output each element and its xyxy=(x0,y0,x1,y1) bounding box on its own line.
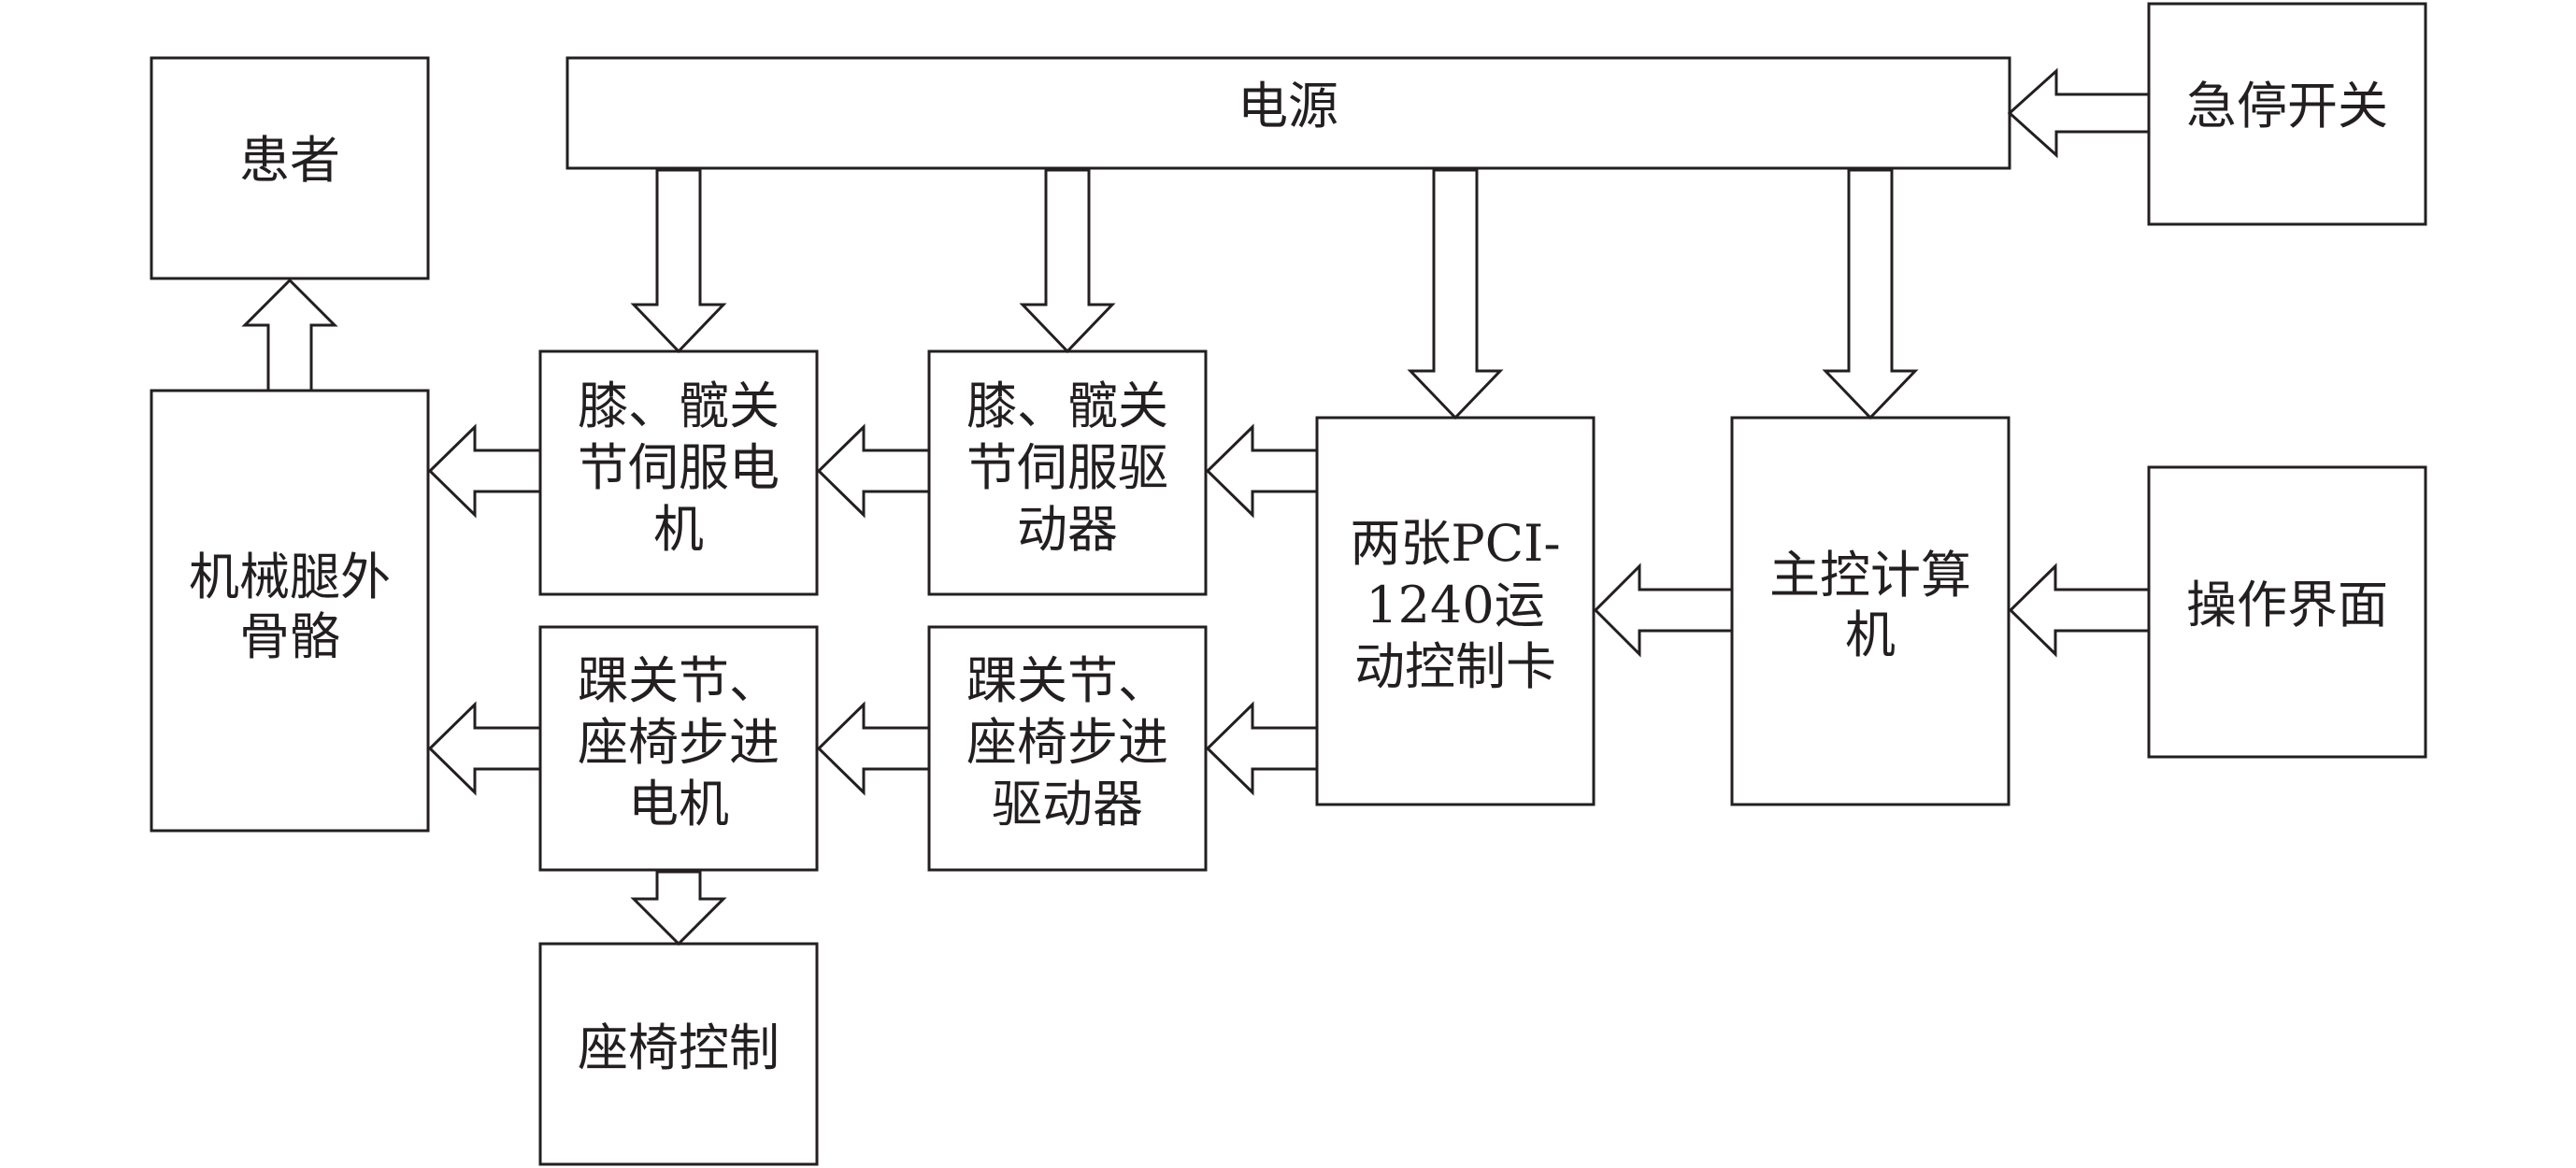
node-host-computer-line-1: 主控计算 xyxy=(1769,546,1971,605)
arrow-stepper-motor-to-seat-control xyxy=(630,870,727,947)
node-seat-control: 座椅控制 xyxy=(538,942,819,1166)
arrow-exoskeleton-to-patient xyxy=(241,278,338,392)
node-power: 电源 xyxy=(565,56,2011,170)
node-host-computer-line-2: 机 xyxy=(1845,605,1896,664)
node-motion-card-line-3: 动控制卡 xyxy=(1354,637,1556,696)
node-stepper-driver: 踝关节、 座椅步进 驱动器 xyxy=(927,625,1208,872)
node-servo-driver-line-1: 膝、髋关 xyxy=(966,377,1168,435)
node-exoskeleton-line-1: 机械腿外 xyxy=(189,548,391,606)
node-servo-driver-line-3: 动器 xyxy=(1017,500,1118,559)
node-stepper-motor-line-1: 踝关节、 xyxy=(578,651,780,710)
node-estop: 急停开关 xyxy=(2147,2,2427,226)
node-motion-card: 两张PCI- 1240运 动控制卡 xyxy=(1315,416,1596,806)
node-exoskeleton: 机械腿外 骨骼 xyxy=(150,389,430,833)
arrow-power-to-servo-motor xyxy=(630,168,727,354)
node-motion-card-line-1: 两张PCI- xyxy=(1350,514,1560,573)
node-stepper-motor-line-3: 电机 xyxy=(628,775,729,833)
arrow-stepper-driver-to-stepper-motor xyxy=(816,701,931,796)
node-stepper-driver-line-2: 座椅步进 xyxy=(966,713,1168,772)
arrow-motion-card-to-stepper-driver xyxy=(1205,701,1319,796)
arrow-servo-driver-to-servo-motor xyxy=(816,423,931,519)
node-stepper-motor: 踝关节、 座椅步进 电机 xyxy=(538,625,819,872)
node-stepper-driver-line-3: 驱动器 xyxy=(992,775,1143,833)
node-motion-card-line-2: 1240运 xyxy=(1366,576,1544,634)
arrow-power-to-servo-driver xyxy=(1019,168,1116,354)
arrow-power-to-motion-card xyxy=(1407,168,1504,420)
node-seat-control-label: 座椅控制 xyxy=(578,1018,780,1077)
arrow-stepper-motor-to-exoskeleton xyxy=(427,701,542,796)
arrow-motion-card-to-servo-driver xyxy=(1205,423,1319,519)
arrow-ui-to-host-computer xyxy=(2008,563,2151,658)
node-servo-motor-line-1: 膝、髋关 xyxy=(578,377,780,435)
node-servo-driver: 膝、髋关 节伺服驱 动器 xyxy=(927,349,1208,596)
node-servo-driver-line-2: 节伺服驱 xyxy=(966,438,1168,497)
node-power-label: 电源 xyxy=(1238,77,1338,135)
node-patient-label: 患者 xyxy=(239,131,340,190)
node-stepper-driver-line-1: 踝关节、 xyxy=(966,651,1168,710)
arrow-servo-motor-to-exoskeleton xyxy=(427,423,542,519)
arrow-host-computer-to-motion-card xyxy=(1593,563,1734,658)
node-stepper-motor-line-2: 座椅步进 xyxy=(578,713,780,772)
node-host-computer: 主控计算 机 xyxy=(1730,416,2011,806)
node-servo-motor: 膝、髋关 节伺服电 机 xyxy=(538,349,819,596)
node-estop-label: 急停开关 xyxy=(2186,77,2388,135)
node-servo-motor-line-3: 机 xyxy=(653,500,704,559)
node-ui-label: 操作界面 xyxy=(2186,576,2388,634)
node-exoskeleton-line-2: 骨骼 xyxy=(239,607,340,666)
arrow-estop-to-power xyxy=(2007,67,2151,159)
node-servo-motor-line-2: 节伺服电 xyxy=(578,438,780,497)
node-patient: 患者 xyxy=(150,56,430,280)
node-ui: 操作界面 xyxy=(2147,465,2427,759)
arrow-power-to-host-computer xyxy=(1822,168,1919,420)
